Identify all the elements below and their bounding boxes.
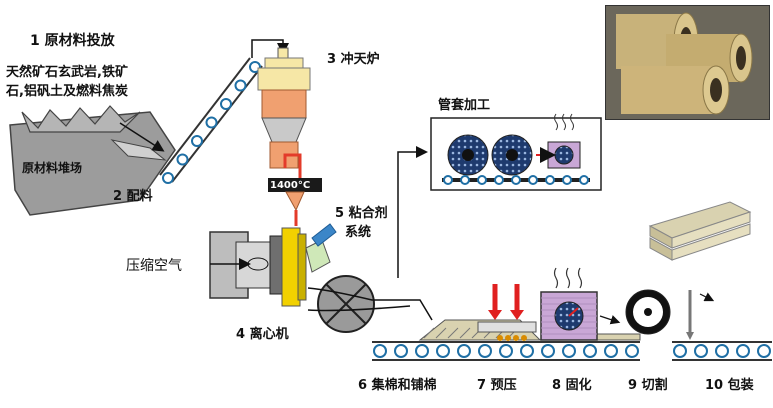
label-temperature: 1400°C xyxy=(270,180,311,191)
conveyor-roller xyxy=(205,116,218,129)
centrifuge xyxy=(209,227,331,307)
conveyor-roller xyxy=(520,344,534,358)
label-step10: 10 包装 xyxy=(705,378,754,393)
conveyor-roller xyxy=(220,98,232,110)
label-pipe-processing: 管套加工 xyxy=(438,98,491,113)
conveyor-roller xyxy=(757,344,771,358)
conveyor-roller xyxy=(415,344,429,358)
conveyor-roller xyxy=(694,344,708,358)
label-step1: 1 原材料投放 xyxy=(30,33,115,49)
conveyor-roller xyxy=(583,344,597,358)
incline-conveyor xyxy=(159,39,289,184)
label-step5-line2: 系统 xyxy=(345,225,372,240)
conveyor-roller xyxy=(394,344,408,358)
conveyor-roller xyxy=(499,344,513,358)
conveyor-roller xyxy=(528,175,538,185)
conveyor-roller xyxy=(191,135,203,147)
label-compressed-air: 压缩空气 xyxy=(126,258,182,274)
conveyor-roller xyxy=(562,344,576,358)
conveyor-roller xyxy=(457,344,471,358)
pipe-product-photo xyxy=(605,5,770,120)
label-step6: 6 集棉和铺棉 xyxy=(358,378,437,393)
conveyor-roller xyxy=(545,175,555,185)
conveyor-roller xyxy=(176,153,189,166)
conveyor-roller xyxy=(478,344,492,358)
label-raw-desc-1: 天然矿石玄武岩,铁矿 xyxy=(6,65,128,80)
conveyor-roller xyxy=(477,175,487,185)
label-step3: 3 冲天炉 xyxy=(327,52,380,67)
conveyor-roller xyxy=(234,79,247,92)
collector-drum xyxy=(307,146,433,333)
binder-system xyxy=(311,223,337,247)
label-step9: 9 切割 xyxy=(628,378,668,393)
cupola-furnace xyxy=(257,47,322,226)
label-step2: 2 配料 xyxy=(113,189,153,204)
conveyor-roller xyxy=(604,344,618,358)
conveyor-roller xyxy=(541,344,555,358)
conveyor-roller xyxy=(443,175,453,185)
conveyor-roller xyxy=(715,344,729,358)
conveyor-roller xyxy=(162,172,174,184)
conveyor-roller xyxy=(579,175,589,185)
pipe-processing-box xyxy=(430,113,602,191)
conveyor-roller xyxy=(511,175,521,185)
conveyor-roller xyxy=(436,344,450,358)
conveyor-roller xyxy=(373,344,387,358)
cutting-saw xyxy=(625,289,715,340)
conveyor-roller xyxy=(460,175,470,185)
raw-material-stockyard xyxy=(9,105,176,216)
label-step7: 7 预压 xyxy=(477,378,517,393)
conveyor-roller xyxy=(494,175,504,185)
conveyor-roller xyxy=(673,344,687,358)
label-stockyard: 原材料堆场 xyxy=(22,161,83,175)
label-step4: 4 离心机 xyxy=(236,327,289,342)
main-conveyor xyxy=(372,341,772,361)
label-step5-line1: 5 粘合剂 xyxy=(335,206,388,221)
conveyor-roller xyxy=(562,175,572,185)
label-step8: 8 固化 xyxy=(552,378,592,393)
label-raw-desc-2: 石,铝矾土及燃料焦炭 xyxy=(6,84,128,99)
conveyor-roller xyxy=(625,344,639,358)
pre-press xyxy=(477,284,537,341)
curing-oven xyxy=(540,267,621,341)
product-boards xyxy=(648,201,752,261)
conveyor-roller xyxy=(736,344,750,358)
